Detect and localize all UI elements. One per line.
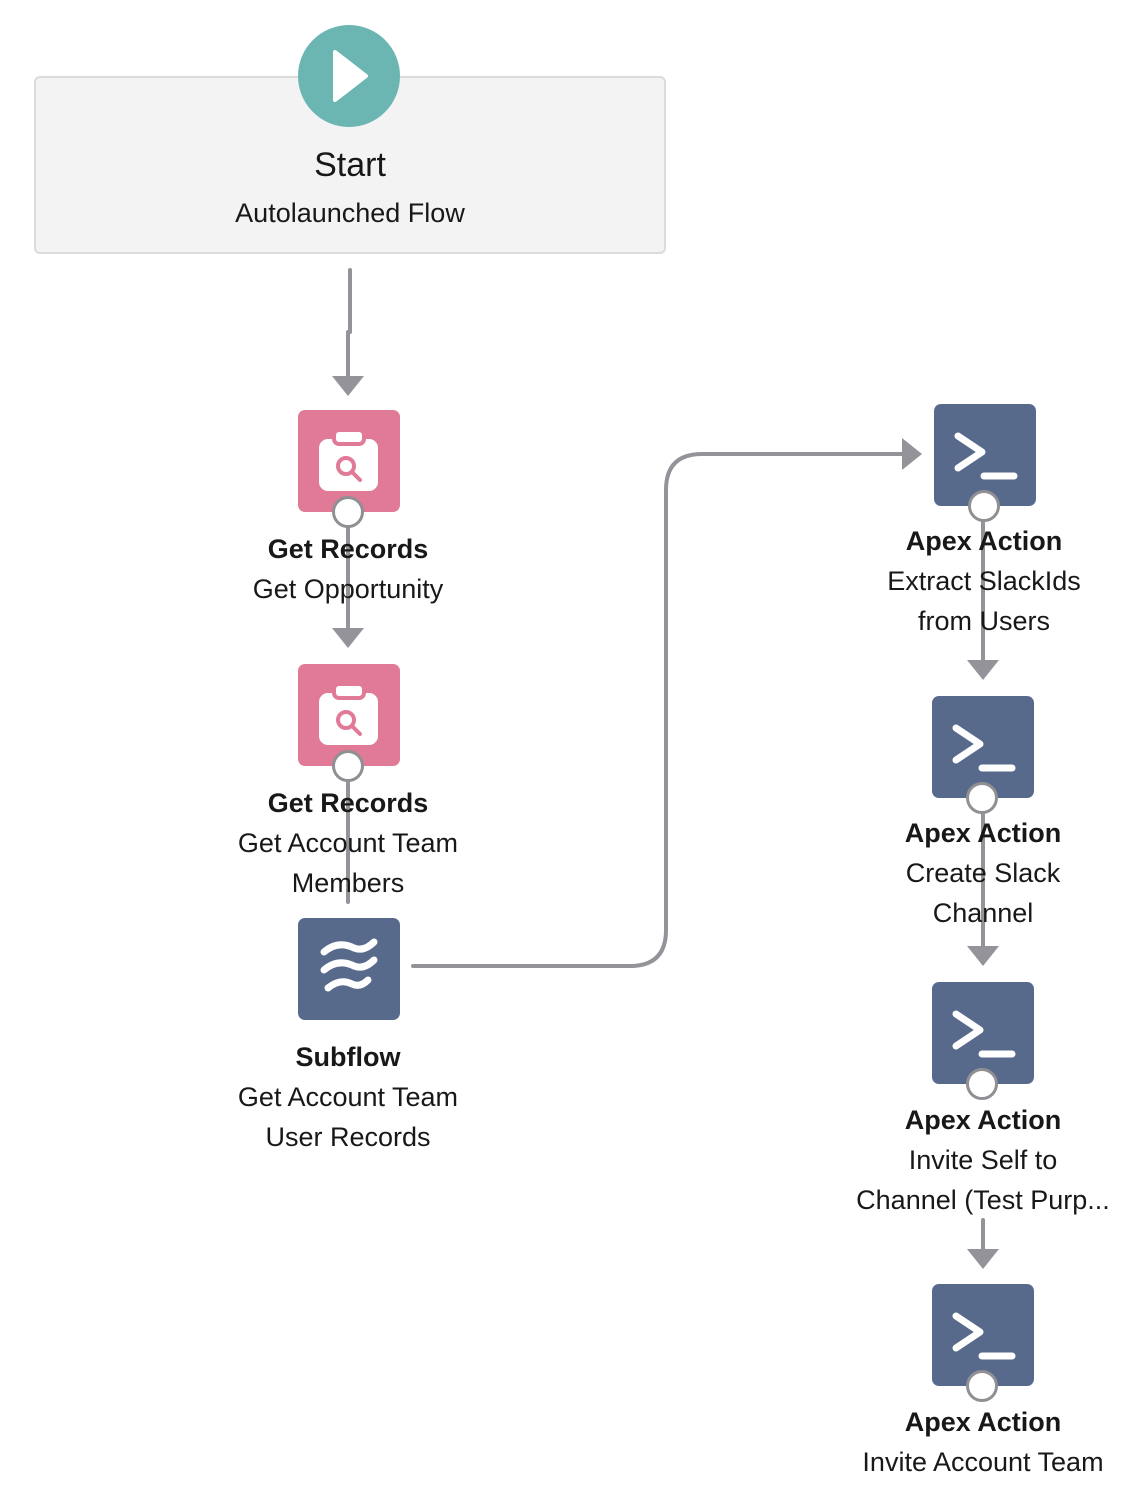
clipboard-search-icon	[319, 682, 378, 745]
invite-self-connector-port[interactable]	[966, 1068, 998, 1100]
connector-subflow-to-extract-slack-ids[interactable]	[411, 452, 904, 968]
invite-self-node[interactable]	[932, 982, 1034, 1084]
subflow-label-line1: Get Account Team	[237, 1082, 459, 1112]
get-account-team-members-type: Get Records	[267, 788, 429, 818]
subflow-label-line2: User Records	[265, 1122, 431, 1152]
start-title: Start	[314, 146, 386, 184]
invite-self-type: Apex Action	[904, 1105, 1062, 1135]
create-slack-channel-connector-port[interactable]	[966, 782, 998, 814]
create-slack-channel-node[interactable]	[932, 696, 1034, 798]
start-subtitle: Autolaunched Flow	[235, 198, 465, 228]
invite-account-team-node[interactable]	[932, 1284, 1034, 1386]
connector-start-to-get-opportunity[interactable]	[346, 268, 352, 380]
clipboard-search-icon	[319, 428, 378, 491]
invite-self-label-line1: Invite Self to	[908, 1145, 1058, 1175]
extract-slack-ids-type: Apex Action	[905, 526, 1063, 556]
arrowhead-icon	[902, 438, 922, 470]
invite-account-team-type: Apex Action	[904, 1407, 1062, 1437]
invite-account-team-connector-port[interactable]	[966, 1370, 998, 1402]
get-account-team-members-connector-port[interactable]	[332, 750, 364, 782]
extract-slack-ids-connector-port[interactable]	[968, 490, 1000, 522]
get-opportunity-node[interactable]	[298, 410, 400, 512]
subflow-icon	[320, 938, 378, 992]
subflow-node[interactable]	[298, 918, 400, 1020]
invite-self-label-line2: Channel (Test Purp...	[856, 1185, 1110, 1215]
arrowhead-icon	[332, 628, 364, 648]
create-slack-channel-type: Apex Action	[904, 818, 1062, 848]
extract-slack-ids-label-line1: Extract SlackIds	[887, 566, 1081, 596]
extract-slack-ids-node[interactable]	[934, 404, 1036, 506]
get-account-team-members-label-line2: Members	[291, 868, 405, 898]
arrowhead-icon	[967, 1249, 999, 1269]
play-icon	[333, 50, 368, 102]
get-opportunity-type: Get Records	[267, 534, 429, 564]
arrowhead-icon	[332, 376, 364, 396]
invite-account-team-label: Invite Account Team	[862, 1447, 1104, 1477]
create-slack-channel-label-line2: Channel	[932, 898, 1034, 928]
create-slack-channel-label-line1: Create Slack	[905, 858, 1061, 888]
terminal-icon	[952, 1312, 1016, 1360]
terminal-icon	[954, 432, 1018, 480]
start-play-button[interactable]	[298, 25, 400, 127]
arrowhead-icon	[967, 660, 999, 680]
get-account-team-members-node[interactable]	[298, 664, 400, 766]
extract-slack-ids-label-line2: from Users	[917, 606, 1050, 636]
get-opportunity-label: Get Opportunity	[252, 574, 444, 604]
arrowhead-icon	[967, 946, 999, 966]
subflow-type: Subflow	[295, 1042, 401, 1072]
get-opportunity-connector-port[interactable]	[332, 496, 364, 528]
get-account-team-members-label-line1: Get Account Team	[237, 828, 459, 858]
terminal-icon	[952, 724, 1016, 772]
terminal-icon	[952, 1010, 1016, 1058]
